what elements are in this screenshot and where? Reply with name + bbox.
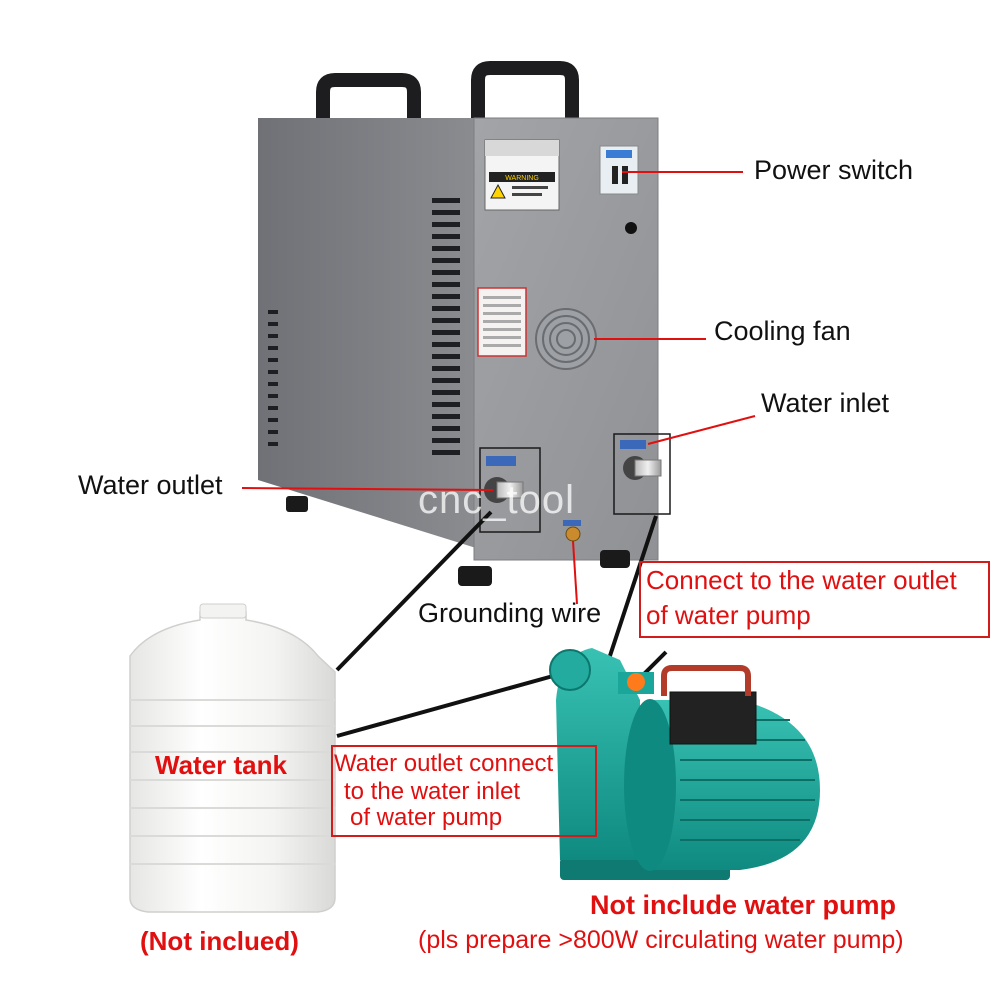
callout-lines — [241, 171, 756, 605]
power-switch-breaker — [599, 145, 639, 195]
outlet-connect-note-line2: to the water inlet — [344, 778, 521, 805]
water-pump — [549, 648, 820, 880]
tank-to-chiller-hose — [335, 510, 493, 672]
hose-lines — [335, 510, 668, 738]
water-outlet-callout-line — [241, 487, 494, 491]
connect-outlet-note-line1: Connect to the water outlet — [646, 565, 957, 595]
chiller-foot — [600, 550, 630, 568]
water-inlet-label: Water inlet — [761, 388, 890, 418]
not-inclued-label: (Not inclued) — [140, 926, 299, 956]
chiller-foot — [458, 566, 492, 586]
outlet-connect-note-line3: of water pump — [350, 804, 503, 831]
outlet-connect-note-line1: Water outlet connect — [334, 750, 554, 777]
cooling-fan-grille — [535, 308, 597, 370]
pump-notice-title: Not include water pump — [590, 890, 897, 920]
water-outlet-fitting — [479, 447, 541, 533]
water-tank-label: Water tank — [155, 750, 287, 780]
water-inlet-callout-line — [647, 415, 756, 445]
connect-outlet-note-box — [639, 561, 990, 638]
grounding-wire-label: Grounding wire — [418, 598, 602, 628]
grounding-wire-callout-line — [572, 540, 578, 605]
left-handle — [316, 73, 421, 130]
chiller-foot — [286, 496, 308, 512]
warning-text: WARNING — [505, 175, 539, 182]
outlet-connect-note-box — [331, 745, 597, 837]
water-inlet-fitting — [613, 433, 671, 515]
water-tank — [129, 603, 336, 913]
side-vents — [268, 198, 460, 455]
spec-sticker — [477, 287, 527, 357]
water-outlet-label: Water outlet — [78, 470, 223, 500]
connect-outlet-note-line2: of water pump — [646, 600, 811, 630]
pump-notice-subtitle: (pls prepare >800W circulating water pum… — [418, 926, 904, 954]
chiller-side-panel — [258, 118, 476, 548]
warning-label: WARNING — [484, 139, 560, 211]
cooling-fan-label: Cooling fan — [714, 316, 851, 346]
indicator-knob — [625, 222, 637, 234]
right-handle — [471, 61, 579, 120]
chiller-to-pump-hose — [602, 515, 658, 675]
watermark-text: cnc_tool — [418, 478, 575, 522]
tank-to-pump-hose-lower — [336, 674, 554, 738]
power-switch-label: Power switch — [754, 155, 914, 185]
